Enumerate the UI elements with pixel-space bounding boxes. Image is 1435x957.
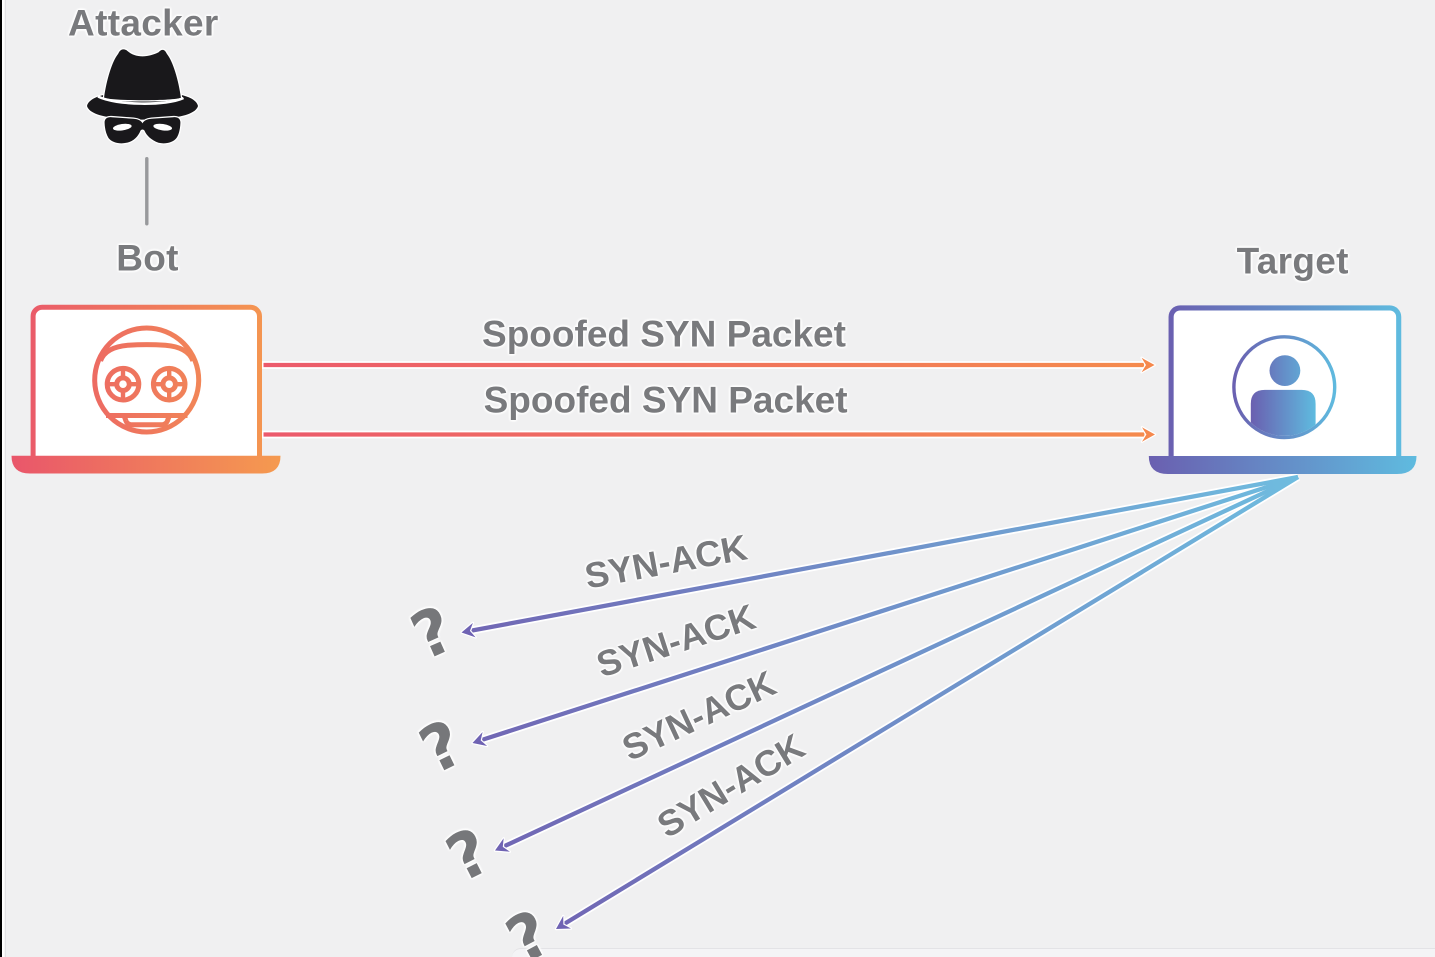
- bot-face-smile: [121, 414, 172, 428]
- syn-ack-arrow-4-head: [554, 914, 573, 931]
- spy-mask: [103, 115, 182, 145]
- bot-eye-right-spokes: [153, 368, 185, 400]
- attacker-bot-connector: [145, 157, 149, 226]
- spy-icon: [85, 48, 200, 145]
- syn-packet-arrow-2: [262, 426, 1157, 443]
- bot-laptop-icon: [11, 304, 281, 474]
- syn-ack-heads: [460, 621, 573, 931]
- bot-face-head: [92, 325, 202, 435]
- syn-ack-arrows: [460, 473, 1301, 931]
- avatar-circle: [1232, 335, 1337, 440]
- syn-packet-arrow-1: [262, 356, 1156, 374]
- syn-ack-arrow-3-head: [493, 837, 512, 853]
- user-avatar-icon: [1232, 335, 1337, 440]
- attacker-label: Attacker: [68, 2, 219, 44]
- syn-ack-arrow-1-head: [460, 621, 477, 639]
- target-laptop-icon: [1148, 305, 1417, 474]
- bot-laptop-base: [11, 455, 281, 474]
- spy-mask-left-eyehole: [112, 123, 132, 131]
- bot-label: Bot: [116, 237, 179, 279]
- spy-mask-right-eyehole: [153, 123, 173, 131]
- bot-laptop-screen: [30, 304, 262, 468]
- screen-left-edge: [0, 0, 2, 957]
- bot-face-icon: [92, 325, 202, 435]
- content-panel-edge: [512, 948, 1435, 957]
- avatar-body: [1250, 389, 1316, 436]
- target-laptop-base: [1148, 456, 1417, 474]
- syn-packet-label-2: Spoofed SYN Packet: [483, 379, 848, 421]
- syn-ack-arrow-3-line: [501, 475, 1299, 850]
- syn-ack-arrow-1-line: [469, 474, 1299, 634]
- screen-left-edge-line: [4, 0, 6, 957]
- spy-hat-crown: [102, 48, 183, 102]
- syn-packet-arrow-2-head: [1140, 426, 1157, 443]
- avatar-head: [1269, 355, 1301, 386]
- syn-packet-label-1: Spoofed SYN Packet: [482, 313, 846, 354]
- spy-hat-band: [97, 95, 185, 105]
- target-laptop-screen: [1168, 305, 1402, 469]
- screen-left-edge-highlight: [1, 0, 5, 957]
- syn-ack-arrow-2-line: [479, 474, 1299, 743]
- syn-ack-arrow-2-head: [471, 730, 489, 748]
- syn-packet-arrow-1-head: [1140, 356, 1156, 374]
- syn-ack-arrow-4-line: [561, 475, 1300, 927]
- target-label: Target: [1236, 240, 1349, 282]
- bot-eye-left-spokes: [107, 368, 139, 400]
- bot-face-visor: [98, 342, 196, 362]
- syn-ack-casings: [468, 473, 1301, 929]
